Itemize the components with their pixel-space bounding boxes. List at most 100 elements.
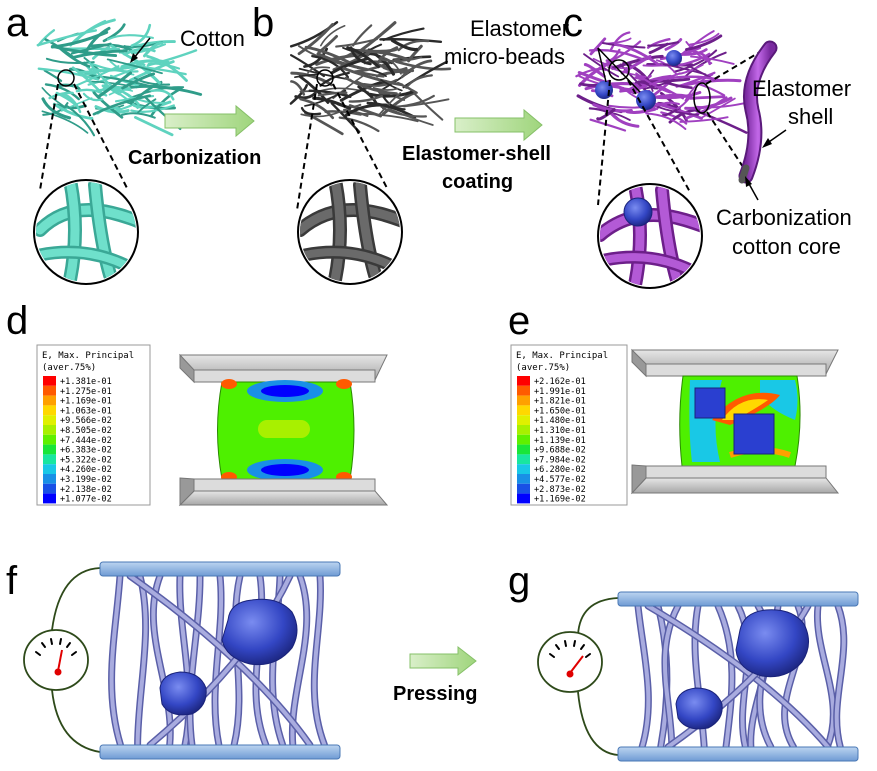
- fiber-strand: [88, 61, 123, 94]
- fiber-strand: [320, 25, 346, 47]
- pointer-arrowhead: [762, 138, 772, 148]
- core-label-line1: Carbonization: [716, 205, 852, 230]
- zoom-line: [627, 79, 691, 193]
- legend-color-swatch: [43, 483, 56, 494]
- fiber-strand: [70, 42, 112, 55]
- fiber-strand: [130, 23, 152, 47]
- fiber-strand: [388, 107, 434, 126]
- legend-color-swatch: [517, 434, 530, 445]
- zoom-line: [597, 79, 611, 206]
- fiber-strand: [367, 90, 414, 98]
- fiber-strand: [625, 107, 657, 115]
- conductive-fiber: [692, 604, 707, 749]
- legend-color-swatch: [517, 376, 530, 386]
- right-arrow-icon: [454, 108, 543, 142]
- legend-value: +9.566e-02: [60, 416, 112, 426]
- fiber-strand: [673, 49, 718, 73]
- legend-value: +1.991e-01: [534, 387, 586, 397]
- fiber-strand: [380, 79, 403, 92]
- fiber-strand: [92, 91, 124, 119]
- fiber-strand: [290, 71, 333, 87]
- legend-color-swatch: [43, 395, 56, 406]
- fiber-strand: [382, 66, 408, 72]
- fiber-strand: [102, 23, 126, 43]
- fiber-strand: [662, 80, 693, 89]
- fiber-strand: [379, 38, 443, 43]
- gauge-icon: [23, 629, 89, 691]
- fiber-strand: [583, 63, 606, 78]
- fiber-strand: [41, 110, 89, 134]
- fiber-strand: [348, 94, 384, 103]
- cotton-fiber-zoom: [33, 179, 139, 285]
- fiber-strand: [356, 70, 385, 78]
- circuit-wire: [51, 689, 101, 753]
- legend-color-swatch: [43, 444, 56, 455]
- panel-label-b: b: [252, 1, 274, 45]
- fiber-strand: [338, 116, 380, 133]
- elastomer-bead-icon: [636, 90, 656, 110]
- fiber-strand: [120, 112, 156, 119]
- fiber-strand: [73, 65, 120, 88]
- fiber-strand: [654, 105, 699, 116]
- beads-label-line2: micro-beads: [444, 44, 565, 69]
- fiber-strand: [150, 89, 175, 101]
- fea-legend-d: E, Max. Principal (aver.75%) +1.381e-01+…: [36, 344, 151, 506]
- right-arrow-icon: [409, 645, 477, 677]
- fiber-strand: [683, 78, 742, 87]
- legend-value: +1.821e-01: [534, 397, 586, 407]
- fiber-strand: [390, 38, 419, 52]
- fiber-strand: [317, 91, 348, 97]
- bottom-electrode: [617, 746, 859, 762]
- right-arrow-icon: [164, 104, 255, 138]
- fiber-strand: [300, 110, 342, 118]
- fiber-strand: [664, 38, 683, 51]
- legend-color-swatch: [43, 425, 56, 435]
- fiber-strand: [90, 43, 133, 52]
- fiber-strand: [382, 96, 406, 111]
- legend-value: +1.169e-01: [60, 397, 112, 407]
- fiber-strand: [644, 102, 665, 113]
- legend-value: +9.688e-02: [534, 446, 586, 456]
- fiber-strand: [647, 41, 680, 47]
- fiber-strand: [300, 106, 322, 116]
- fiber-strand: [130, 43, 167, 55]
- conductive-fiber: [636, 604, 651, 749]
- elastomer-shell-fiber: [738, 40, 778, 184]
- fiber-strand: [317, 35, 338, 54]
- fea-model-e: [630, 348, 840, 495]
- fiber-strand: [344, 76, 398, 95]
- fiber-strand: [308, 89, 352, 98]
- legend-color-swatch: [43, 415, 56, 425]
- fiber-strand: [290, 54, 325, 78]
- legend-color-swatch: [43, 405, 56, 416]
- fiber-strand: [690, 55, 735, 65]
- cotton-label: Cotton: [180, 26, 245, 51]
- fiber-strand: [609, 31, 631, 52]
- fiber-strand: [147, 62, 181, 70]
- zoom-region-marker: [57, 69, 75, 87]
- fiber-strand: [48, 91, 74, 100]
- shell-label-line2: shell: [788, 104, 833, 129]
- fiber-strand: [108, 43, 146, 67]
- cotton-fiber-bundle: [36, 18, 203, 137]
- conductive-fiber: [213, 574, 224, 747]
- conductive-fiber: [109, 574, 123, 747]
- legend-color-swatch: [43, 376, 56, 386]
- carbonized-fiber-zoom: [297, 179, 403, 285]
- fiber-strand: [685, 34, 723, 52]
- step-carbonization: Carbonization: [128, 147, 261, 169]
- fiber-strand: [304, 45, 352, 65]
- fiber-strand: [150, 87, 183, 117]
- fiber-strand: [121, 72, 156, 90]
- top-electrode: [99, 561, 341, 577]
- fiber-strand: [36, 29, 97, 47]
- legend-e-title-line1: E, Max. Principal: [516, 351, 608, 361]
- panel-label-c: c: [563, 1, 583, 45]
- legend-value: +6.383e-02: [60, 446, 112, 456]
- fiber-strand: [397, 39, 430, 52]
- fiber-strand: [689, 95, 726, 100]
- fiber-strand: [614, 42, 660, 66]
- fiber-strand: [294, 73, 319, 79]
- legend-value: +7.984e-02: [534, 455, 586, 465]
